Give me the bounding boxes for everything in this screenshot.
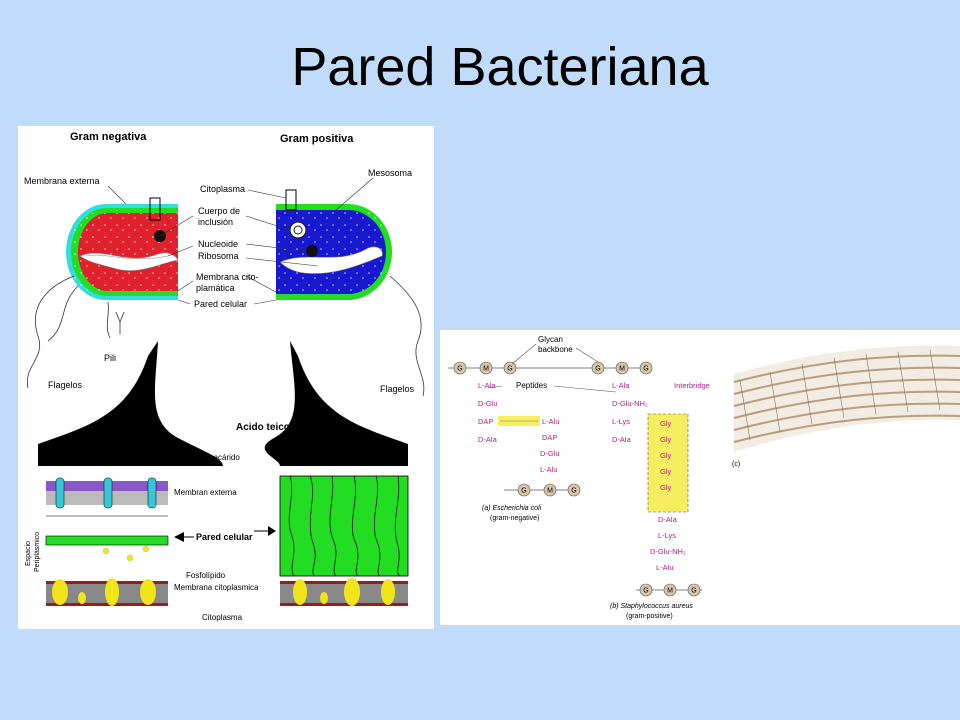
neg-bottom-4: L-Alu bbox=[540, 465, 558, 474]
gram-positive-cell bbox=[276, 189, 392, 300]
sugar-g-4: G bbox=[643, 366, 648, 373]
label-cuerpo-inclusion-2: inclusión bbox=[198, 217, 233, 227]
label-peptides: Peptides bbox=[516, 381, 547, 390]
label-nucleoide: Nucleoide bbox=[198, 239, 238, 249]
pos-bottom-3: D-Glu-NH₂ bbox=[650, 547, 686, 556]
pos-top-4: D-Ala bbox=[612, 435, 632, 444]
caption-a-2: (gram-negative) bbox=[490, 515, 539, 522]
gram-positive-envelope bbox=[279, 475, 409, 606]
neg-chain-bottom: L-Alu DAP D-Glu L-Alu bbox=[540, 417, 560, 474]
pos-chain-top: L-Ala D-Glu-NH₂ L-Lys D-Ala bbox=[612, 381, 648, 444]
caption-a: (a) Escherichia coli bbox=[482, 505, 542, 512]
label-citoplasma-bottom: Citoplasma bbox=[202, 613, 243, 622]
label-mesosoma: Mesosoma bbox=[368, 168, 412, 178]
gram-positive-heading: Gram positiva bbox=[280, 133, 354, 145]
neg-bottom-1: L-Alu bbox=[542, 417, 560, 426]
arrow-left-icon bbox=[174, 532, 184, 542]
gly-1: Gly bbox=[660, 419, 672, 428]
label-fosfolipido: Fosfolípido bbox=[186, 571, 226, 580]
pos-top-3: L-Lys bbox=[612, 417, 630, 426]
label-membrana-citoplasmica: Membrana citoplasmica bbox=[174, 583, 259, 592]
gly-bridge: Gly Gly Gly Gly Gly bbox=[660, 419, 672, 492]
zoom-funnel-left bbox=[38, 341, 223, 466]
caption-b: (b) Staphylococcus aureus bbox=[610, 603, 693, 610]
caption-b-2: (gram-positive) bbox=[626, 613, 673, 620]
interbridge-box bbox=[647, 413, 689, 513]
peptidoglycan-diagram: G M G G M G Glycan backbone Peptides L-A… bbox=[440, 330, 960, 625]
label-membrana-cito-2: plamática bbox=[196, 283, 235, 293]
peptidoglycan-svg: G M G G M G Glycan backbone Peptides L-A… bbox=[448, 335, 960, 620]
caption-c: (c) bbox=[732, 461, 740, 468]
neg-chain-top: L-Ala D-Glu DAP D-Ala bbox=[478, 381, 498, 444]
gram-negative-heading: Gram negativa bbox=[70, 131, 147, 143]
label-membran-externa: Membran externa bbox=[174, 488, 237, 497]
leader-lines bbox=[107, 177, 374, 305]
pos-bottom-1: D-Ala bbox=[658, 515, 678, 524]
cell-wall-diagram-svg: Gram negativa Gram positiva bbox=[24, 131, 425, 622]
gly-3: Gly bbox=[660, 451, 672, 460]
label-lipopolisacarido: Lipopolisacárido bbox=[182, 453, 240, 462]
flagella bbox=[26, 275, 425, 397]
gly-2: Gly bbox=[660, 435, 672, 444]
neg-top-4: D-Ala bbox=[478, 435, 498, 444]
label-interbridge: Interbridge bbox=[674, 381, 710, 390]
neg-top-2: D-Glu bbox=[478, 399, 498, 408]
label-backbone: backbone bbox=[538, 345, 573, 354]
sugar-m-2: M bbox=[619, 366, 625, 373]
label-flagelos-right: Flagelos bbox=[380, 384, 415, 394]
label-pili: Pili bbox=[104, 353, 116, 363]
sugar-g-1: G bbox=[457, 366, 462, 373]
pos-bottom-4: L-Alu bbox=[656, 563, 674, 572]
sugar-g-6: G bbox=[571, 488, 576, 495]
label-cuerpo-inclusion: Cuerpo de bbox=[198, 206, 240, 216]
cell-wall-diagram: Gram negativa Gram positiva bbox=[18, 126, 434, 629]
label-flagelos-left: Flagelos bbox=[48, 380, 83, 390]
sugar-g-5: G bbox=[521, 488, 526, 495]
sugar-m-1: M bbox=[483, 366, 489, 373]
neg-top-1: L-Ala bbox=[478, 381, 496, 390]
label-pared-celular-detail: Pared celular bbox=[196, 532, 253, 542]
neg-top-3: DAP bbox=[478, 417, 493, 426]
label-glycan: Glycan bbox=[538, 335, 563, 344]
label-membrana-externa: Membrana externa bbox=[24, 176, 100, 186]
neg-bottom-3: D-Glu bbox=[540, 449, 560, 458]
label-pared-celular: Pared celular bbox=[194, 299, 247, 309]
zoom-funnel-right bbox=[264, 341, 408, 466]
arrow-right-icon bbox=[268, 526, 276, 536]
label-membrana-cito: Membrana cito- bbox=[196, 272, 259, 282]
label-citoplasma: Citoplasma bbox=[200, 184, 245, 194]
label-periplasmico: Periplásmico bbox=[34, 532, 41, 572]
label-ribosoma: Ribosoma bbox=[198, 251, 239, 261]
pos-bottom-2: L-Lys bbox=[658, 531, 676, 540]
gly-5: Gly bbox=[660, 483, 672, 492]
neg-bottom-2: DAP bbox=[542, 433, 557, 442]
gram-negative-cell bbox=[66, 197, 179, 300]
label-espacio: Espacio bbox=[25, 541, 32, 566]
sugar-g-7: G bbox=[643, 588, 648, 595]
pos-chain-bottom: D-Ala L-Lys D-Glu-NH₂ L-Alu bbox=[650, 515, 686, 572]
pos-top-2: D-Glu-NH₂ bbox=[612, 399, 648, 408]
gram-negative-envelope bbox=[45, 477, 169, 606]
sugar-g-3: G bbox=[595, 366, 600, 373]
peptidoglycan-mesh bbox=[733, 345, 960, 452]
label-acido-teicoico: Acido teicoico bbox=[236, 422, 304, 433]
sugar-m-4: M bbox=[667, 588, 673, 595]
sugar-g-2: G bbox=[507, 366, 512, 373]
label-porina: Porina bbox=[136, 438, 168, 449]
sugar-m-3: M bbox=[547, 488, 553, 495]
pos-top-1: L-Ala bbox=[612, 381, 630, 390]
slide-title: Pared Bacteriana bbox=[291, 37, 709, 97]
gly-4: Gly bbox=[660, 467, 672, 476]
sugar-g-8: G bbox=[691, 588, 696, 595]
